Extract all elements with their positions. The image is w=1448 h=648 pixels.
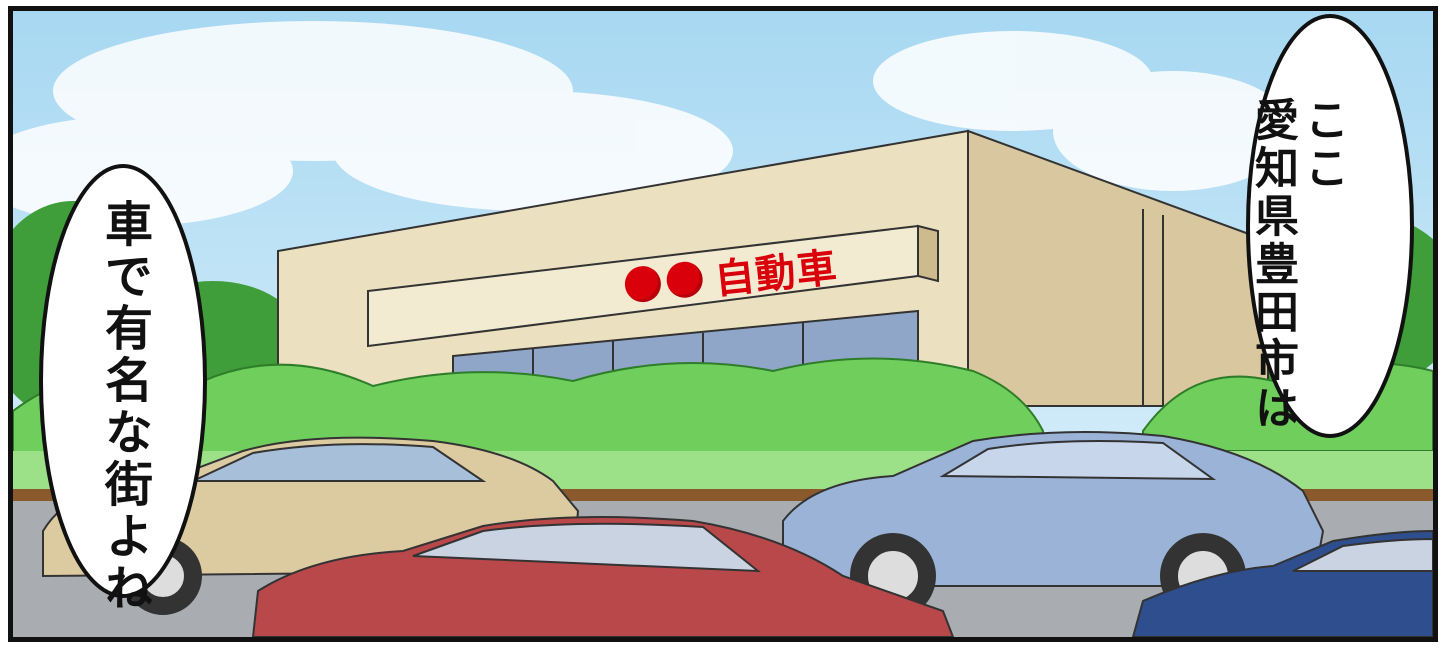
speech-text-left: 車で有名な街よね [96,199,152,615]
speech-right-line-1: ここ [1297,97,1348,193]
sign-dot-1 [623,264,663,304]
speech-bubble-left [39,164,207,598]
sign-dot-2 [664,259,705,300]
speech-text-right: ここ 愛知県豊田市は [1247,97,1348,433]
clouds [13,21,1293,226]
scene-illustration [13,11,1433,637]
speech-right-line-2: 愛知県豊田市は [1247,97,1298,433]
speech-bubble-right [1246,14,1414,438]
comic-panel: 自動車 車で有名な街よね ここ 愛知県豊田市は [8,6,1438,642]
car-red [251,516,955,637]
car-blue [1131,529,1433,637]
